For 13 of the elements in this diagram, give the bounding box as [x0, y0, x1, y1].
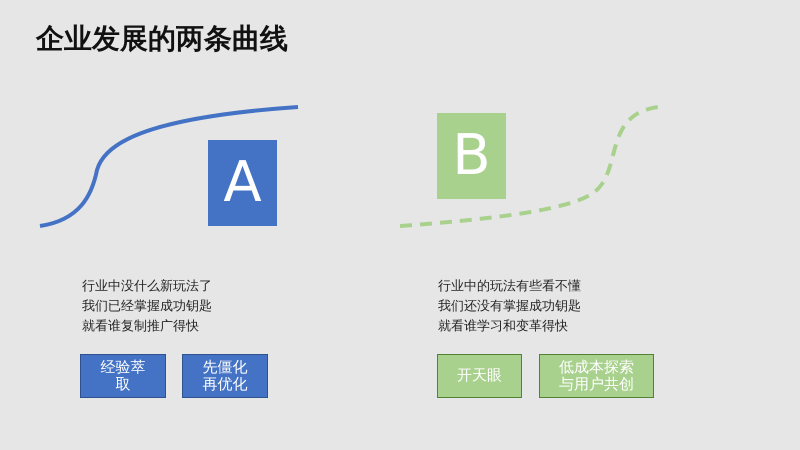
- note-text: 行业中的玩法有些看不懂: [438, 278, 581, 295]
- note-text: 就看谁复制推广得快: [82, 318, 199, 335]
- slide-title: 企业发展的两条曲线: [36, 21, 288, 57]
- note-text: 我们已经掌握成功钥匙: [82, 298, 212, 315]
- method-box: 低成本探索与用户共创: [539, 354, 654, 398]
- note-text: 我们还没有掌握成功钥匙: [438, 298, 581, 315]
- letter-block: B: [437, 113, 506, 199]
- method-box: 经验萃取: [80, 354, 166, 398]
- method-box: 开天眼: [437, 354, 522, 398]
- note-text: 就看谁学习和变革得快: [438, 318, 568, 335]
- letter-block: A: [208, 140, 277, 226]
- note-text: 行业中没什么新玩法了: [82, 278, 212, 295]
- method-box: 先僵化再优化: [182, 354, 268, 398]
